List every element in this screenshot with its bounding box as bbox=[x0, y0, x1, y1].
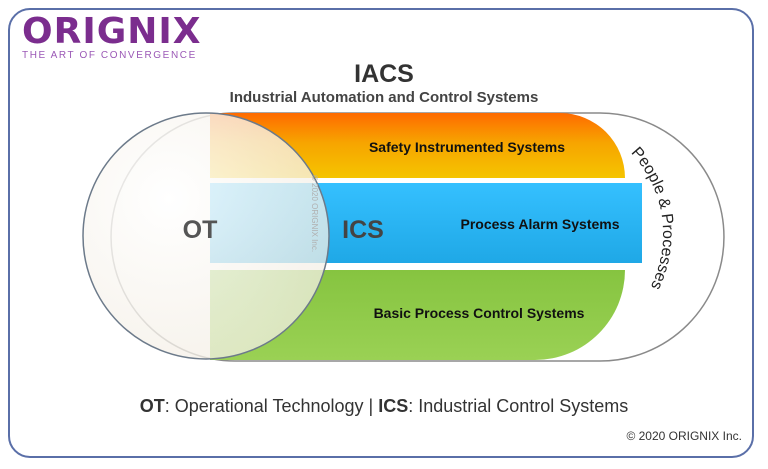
ics-label: ICS bbox=[342, 216, 384, 244]
diagram-subtitle: Industrial Automation and Control System… bbox=[229, 89, 539, 106]
logo-wordmark: ORIGNIX bbox=[22, 11, 202, 52]
safety-band bbox=[210, 113, 625, 178]
orignix-logo: ORIGNIX THE ART OF CONVERGENCE bbox=[22, 11, 202, 62]
alarm-band-label: Process Alarm Systems bbox=[460, 216, 619, 232]
ot-circle bbox=[82, 112, 330, 360]
caption-ics-text: : Industrial Control Systems bbox=[408, 396, 629, 416]
diagram-title: IACS bbox=[354, 60, 414, 88]
safety-band-label: Safety Instrumented Systems bbox=[369, 139, 565, 155]
logo-tagline: THE ART OF CONVERGENCE bbox=[22, 50, 197, 61]
ot-label: OT bbox=[183, 216, 218, 244]
watermark-text: © 2020 ORIGNIX Inc. bbox=[310, 175, 319, 252]
legend-caption: OT: Operational Technology | ICS: Indust… bbox=[0, 396, 768, 417]
caption-ot-text: : Operational Technology | bbox=[164, 396, 379, 416]
caption-ot-abbr: OT bbox=[139, 396, 165, 416]
caption-ics-abbr: ICS bbox=[378, 396, 409, 416]
control-band-label: Basic Process Control Systems bbox=[374, 305, 585, 321]
copyright-notice: © 2020 ORIGNIX Inc. bbox=[626, 429, 742, 443]
